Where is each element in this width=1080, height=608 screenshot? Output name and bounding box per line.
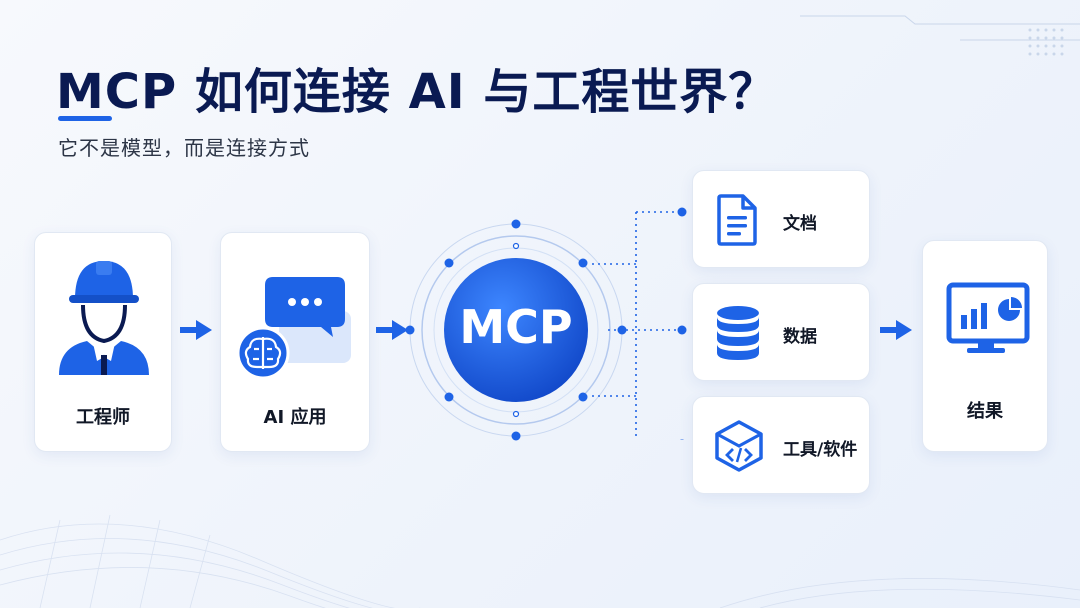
monitor-chart-icon <box>946 282 1030 353</box>
arrow-right-icon <box>180 320 212 340</box>
resource-label-tools: 工具/软件 <box>783 440 858 460</box>
ai-app-label: AI 应用 <box>263 407 327 428</box>
ai-app-card: AI 应用 <box>220 232 370 452</box>
page-title: MCP 如何连接 AI 与工程世界？ <box>56 64 778 120</box>
result-card: 结果 <box>922 240 1048 452</box>
resource-label-data: 数据 <box>783 327 817 347</box>
mcp-label: MCP <box>459 300 573 354</box>
document-icon <box>717 194 757 246</box>
page-subtitle: 它不是模型，而是连接方式 <box>58 136 310 160</box>
database-icon <box>717 306 759 360</box>
result-label: 结果 <box>967 401 1003 422</box>
engineer-icon <box>59 261 149 375</box>
resource-label-document: 文档 <box>783 214 817 234</box>
resource-card-document: 文档 <box>692 170 870 268</box>
resource-card-tools: 工具/软件 <box>692 396 870 494</box>
title-underline <box>58 116 112 121</box>
resource-card-data: 数据 <box>692 283 870 381</box>
arrow-right-icon <box>376 320 408 340</box>
code-box-icon <box>715 420 763 472</box>
chat-ai-icon <box>236 277 351 380</box>
engineer-card: 工程师 <box>34 232 172 452</box>
connector-lines <box>590 207 687 440</box>
engineer-label: 工程师 <box>76 407 130 428</box>
arrow-right-icon <box>880 320 912 340</box>
